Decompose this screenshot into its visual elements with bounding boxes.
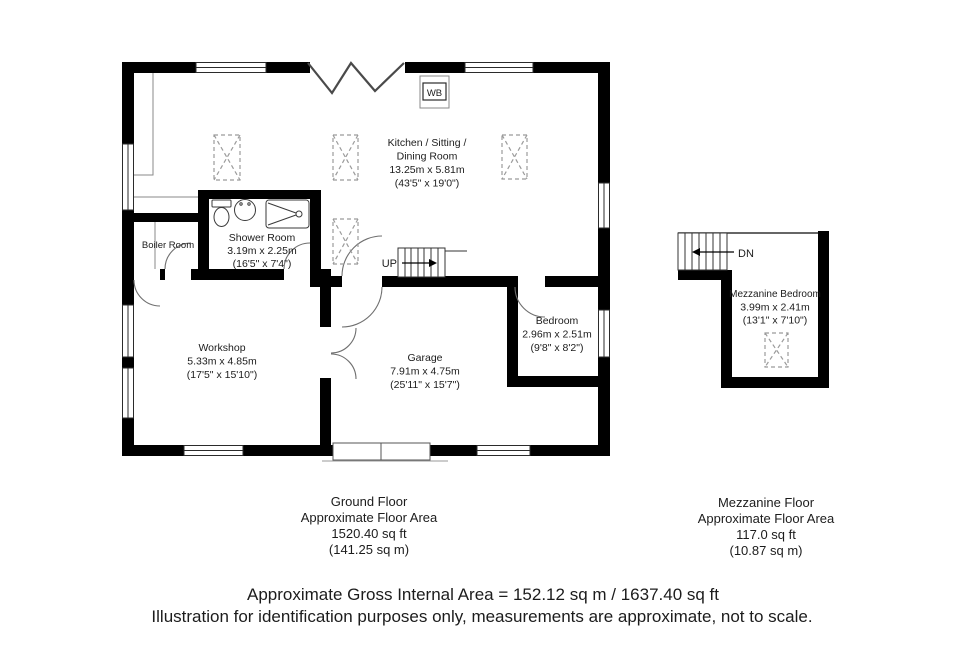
rooflight-icon (213, 134, 241, 181)
bifold-doors-zigzag-icon (307, 61, 405, 95)
mezzanine-caption-subtitle: Approximate Floor Area (698, 511, 835, 526)
garage-dims-metric: 7.91m x 4.75m (390, 366, 460, 378)
kitchen-dims-imperial: (43'5" x 19'0") (395, 178, 460, 190)
bedroom-dims-metric: 2.96m x 2.51m (522, 329, 592, 341)
shower-dims-imperial: (16'5" x 7'4") (233, 258, 292, 270)
ground-caption-area-m: (141.25 sq m) (329, 542, 409, 557)
mezzanine-caption-area-m: (10.87 sq m) (730, 543, 803, 558)
mezzanine-room-label: Mezzanine Bedroom (729, 289, 821, 300)
kitchen-label-line2: Dining Room (397, 151, 458, 163)
shower-dims-metric: 3.19m x 2.25m (227, 245, 297, 257)
ground-caption-subtitle: Approximate Floor Area (301, 510, 438, 525)
up-arrow-icon (429, 259, 437, 267)
kitchen-dims-metric: 13.25m x 5.81m (389, 164, 465, 176)
disclaimer-text: Illustration for identification purposes… (151, 607, 812, 626)
ground-floor-interior-walls (134, 190, 610, 456)
stairs-down-label: DN (738, 248, 754, 260)
garage-label: Garage (407, 352, 442, 364)
kitchen-hall-door-arc (341, 235, 383, 277)
ground-room-labels: Kitchen / Sitting / Dining Room 13.25m x… (142, 137, 592, 391)
door-arcs (133, 235, 546, 380)
ground-caption-area-ft: 1520.40 sq ft (331, 526, 407, 541)
woodburner-label: WB (427, 88, 442, 99)
bathroom-fixtures (211, 199, 310, 229)
garage-door-icon (322, 442, 448, 462)
mezzanine-dims-metric: 3.99m x 2.41m (740, 302, 810, 314)
gross-internal-area: Approximate Gross Internal Area = 152.12… (247, 585, 719, 604)
shower-label: Shower Room (229, 232, 296, 244)
workshop-label: Workshop (198, 342, 245, 354)
workshop-garage-double-door-arc (330, 327, 357, 354)
workshop-dims-metric: 5.33m x 4.85m (187, 356, 257, 368)
ground-caption-title: Ground Floor (331, 494, 408, 509)
stairs-up-label: UP (382, 258, 397, 270)
down-arrow-icon (692, 248, 700, 256)
bedroom-dims-imperial: (9'8" x 8'2") (531, 342, 584, 354)
windows (122, 62, 610, 456)
rooflight-icon (501, 134, 528, 180)
toilet-icon (211, 199, 232, 227)
mezzanine-caption-title: Mezzanine Floor (718, 495, 815, 510)
stairs-up: UP (382, 247, 467, 278)
ground-floor-outer-walls (122, 62, 610, 456)
stairs-down: DN (677, 232, 754, 271)
ground-floor-caption: Ground Floor Approximate Floor Area 1520… (301, 494, 438, 557)
shower-door-arc (283, 242, 311, 270)
rooflight-icon (764, 332, 789, 368)
detail-lines (134, 73, 198, 269)
mezzanine-plan: DN Mezzanine Bedroom 3.99m x 2.41m (13'1… (677, 231, 829, 388)
boiler-door-arc (164, 242, 192, 270)
workshop-garage-double-door-arc (330, 353, 357, 380)
shower-tray-icon (265, 199, 310, 229)
mezzanine-floor-caption: Mezzanine Floor Approximate Floor Area 1… (698, 495, 835, 558)
mezzanine-dims-imperial: (13'1" x 7'10") (743, 315, 808, 327)
rooflight-icon (332, 218, 359, 265)
kitchen-label-line1: Kitchen / Sitting / (388, 137, 467, 149)
mezzanine-caption-area-ft: 117.0 sq ft (736, 527, 796, 542)
bedroom-door-arc (514, 286, 546, 318)
woodburner-icon: WB (419, 75, 450, 109)
garage-inner-door-arc (341, 286, 383, 328)
workshop-dims-imperial: (17'5" x 15'10") (187, 369, 257, 381)
bedroom-label: Bedroom (536, 315, 579, 327)
footer-disclaimer: Approximate Gross Internal Area = 152.12… (151, 585, 812, 626)
boiler-label: Boiler Room (142, 240, 194, 251)
rooflight-icon (332, 134, 359, 181)
workshop-door-arc (133, 279, 161, 307)
rooflight-icons (213, 134, 528, 265)
basin-icon (234, 199, 256, 221)
garage-dims-imperial: (25'11" x 15'7") (390, 379, 460, 391)
